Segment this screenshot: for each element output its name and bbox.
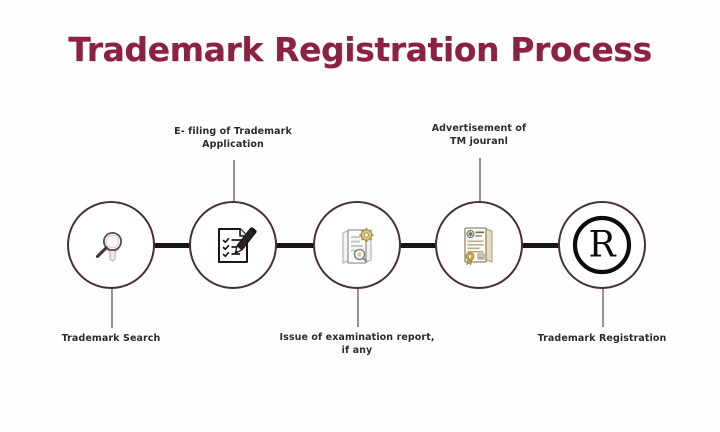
leader-line-step-3: [357, 289, 359, 327]
step-node-4[interactable]: [435, 201, 523, 289]
magnifying-glass-icon: [86, 220, 136, 270]
caption-step-5-line-1: Trademark Registration: [537, 333, 667, 344]
caption-step-4-line-1: Advertisement of: [431, 123, 527, 134]
connector-1-2: [140, 243, 206, 248]
certificate-seal-icon: [454, 220, 504, 270]
connector-4-5: [508, 243, 576, 248]
caption-step-3-line-2: if any: [341, 344, 373, 356]
leader-line-step-1: [111, 289, 113, 328]
step-node-2[interactable]: [189, 201, 277, 289]
registered-trademark-icon: R: [570, 213, 634, 277]
caption-step-1-line-1: Trademark Search: [61, 333, 161, 344]
leader-line-step-4: [479, 158, 481, 201]
examination-report-icon: [332, 220, 382, 270]
leader-line-step-2: [233, 160, 235, 201]
svg-text:R: R: [588, 225, 616, 266]
caption-step-4-line-2: TM jouranl: [450, 135, 508, 147]
step-node-5[interactable]: R: [558, 201, 646, 289]
connector-3-4: [386, 243, 452, 248]
step-node-3[interactable]: [313, 201, 401, 289]
caption-step-3: Issue of examination report, if any: [257, 332, 457, 357]
leader-line-step-5: [602, 289, 604, 327]
caption-step-2: E- filing of Trademark Application: [143, 126, 323, 151]
caption-step-2-line-2: Application: [202, 138, 264, 150]
caption-step-5: Trademark Registration: [512, 333, 692, 346]
page-title: Trademark Registration Process: [68, 30, 652, 69]
caption-step-4: Advertisement of TM jouranl: [394, 123, 564, 148]
document-pen-icon: [207, 219, 259, 271]
caption-step-2-line-1: E- filing of Trademark: [174, 126, 292, 137]
step-node-1[interactable]: [67, 201, 155, 289]
caption-step-1: Trademark Search: [21, 333, 201, 346]
connector-2-3: [262, 243, 330, 248]
caption-step-3-line-1: Issue of examination report,: [279, 332, 435, 343]
